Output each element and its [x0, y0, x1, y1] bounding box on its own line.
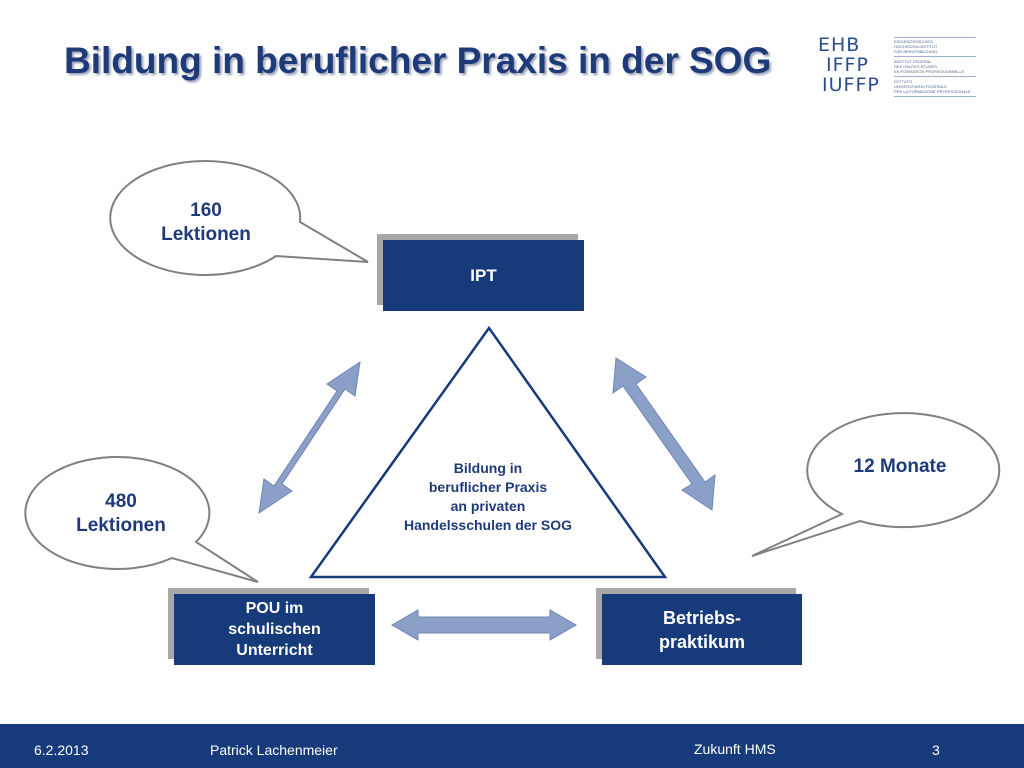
logo-small-text: EIDGENÖSSISCHES [894, 39, 933, 44]
bubble-right-line: 12 Monate [853, 456, 947, 477]
box-ipt-label: IPT [470, 265, 497, 285]
box-pou-line: POU im [245, 600, 304, 617]
triangle-label: Bildung in beruflicher Praxis an private… [368, 459, 608, 535]
box-ipt: IPT [383, 240, 584, 311]
logo-line-iuffp: IUFFP [822, 74, 880, 96]
logo-small-text: EN FORMATION PROFESSIONNELLE [894, 69, 965, 74]
box-pou-line: schulischen [228, 621, 321, 638]
slide-title: Bildung in beruflicher Praxis in der SOG [64, 40, 772, 81]
logo-rule [894, 56, 976, 57]
footer-author: Patrick Lachenmeier [210, 742, 338, 758]
logo-small-text: DES HAUTES ETUDES [894, 64, 937, 69]
triangle-label-line: Bildung in [453, 460, 523, 476]
logo-line-iffp: IFFP [826, 54, 869, 76]
triangle-label-line: Handelsschulen der SOG [403, 517, 573, 533]
bubble-top [109, 159, 369, 276]
ehb-logo: EHB IFFP IUFFP EIDGENÖSSISCHES HOCHSCHUL… [818, 36, 978, 98]
box-betriebspraktikum: Betriebs- praktikum [602, 594, 802, 665]
arrow-right-diagonal [612, 357, 716, 511]
logo-small-text: INSTITUT FEDERAL [894, 59, 932, 64]
bubble-right-text: 12 Monate [830, 455, 970, 479]
logo-small-text: UNIVERSITARIO FEDERALE [894, 84, 948, 89]
box-betrieb-line: praktikum [658, 631, 746, 652]
footer-date: 6.2.2013 [34, 742, 89, 758]
bubble-top-line: 160 [190, 200, 222, 221]
bubble-left-line: 480 [105, 491, 137, 512]
arrow-bottom-horizontal [390, 609, 578, 641]
logo-line-ehb: EHB [818, 34, 861, 56]
bubble-left [24, 455, 259, 583]
logo-small-text: HOCHSCHULINSTITUT [894, 44, 938, 49]
logo-small-text: ISTITUTO [894, 79, 913, 84]
bubble-left-line: Lektionen [76, 515, 166, 536]
footer-topic: Zukunft HMS [694, 741, 776, 757]
bubble-left-text: 480 Lektionen [56, 490, 186, 538]
triangle-label-line: beruflicher Praxis [428, 479, 548, 495]
bubble-top-text: 160 Lektionen [142, 199, 270, 247]
box-pou: POU im schulischen Unterricht [174, 594, 375, 665]
footer-page-number: 3 [932, 742, 940, 758]
triangle-label-line: an privaten [450, 498, 526, 514]
box-betrieb-line: Betriebs- [662, 607, 742, 628]
bubble-top-line: Lektionen [161, 224, 251, 245]
center-triangle [308, 325, 668, 579]
logo-rule [894, 76, 976, 77]
logo-small-text: PER LA FORMAZIONE PROFESSIONALE [894, 89, 971, 94]
logo-small-text: FÜR BERUFSBILDUNG [894, 49, 938, 54]
slide-footer: 6.2.2013 Patrick Lachenmeier Zukunft HMS… [0, 724, 1024, 768]
arrow-left-diagonal [258, 360, 361, 515]
bubble-right [751, 412, 1001, 557]
logo-rule [894, 37, 976, 38]
box-pou-line: Unterricht [236, 642, 313, 659]
logo-rule [894, 96, 976, 97]
